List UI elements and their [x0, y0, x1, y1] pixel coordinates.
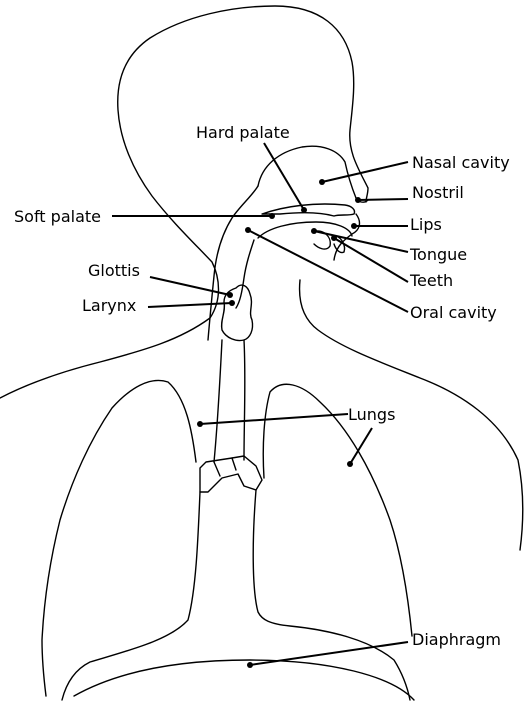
- left-lung-outline: [42, 380, 196, 696]
- label-lungs: Lungs: [348, 405, 395, 424]
- label-diaphragm: Diaphragm: [412, 630, 501, 649]
- label-larynx: Larynx: [82, 296, 136, 315]
- head-body-outline: [0, 6, 368, 398]
- dot-glottis: [227, 292, 233, 298]
- label-nasal-cavity: Nasal cavity: [412, 153, 510, 172]
- leader-lungs-left: [200, 414, 348, 424]
- leader-oral-cavity: [248, 230, 408, 312]
- label-hard-palate: Hard palate: [196, 123, 290, 142]
- label-tongue: Tongue: [409, 245, 467, 264]
- dot-lungs-left: [197, 421, 203, 427]
- leader-lungs-right: [350, 428, 372, 464]
- dot-teeth: [331, 235, 337, 241]
- trachea-outline: [214, 340, 245, 462]
- diaphragm-outline: [74, 660, 414, 700]
- label-teeth: Teeth: [409, 271, 453, 290]
- leader-nostril: [358, 199, 408, 200]
- dot-lips: [351, 223, 357, 229]
- dot-nasal-cavity: [319, 179, 325, 185]
- hard-palate-outline: [262, 204, 355, 216]
- dot-oral-cavity: [245, 227, 251, 233]
- label-oral-cavity: Oral cavity: [410, 303, 497, 322]
- label-glottis: Glottis: [88, 261, 140, 280]
- leader-larynx: [148, 303, 232, 307]
- dot-larynx: [229, 300, 235, 306]
- label-soft-palate: Soft palate: [14, 207, 101, 226]
- bronchi-outline: [200, 456, 262, 492]
- dot-hard-palate: [301, 207, 307, 213]
- label-lips: Lips: [410, 215, 442, 234]
- dot-lungs-right: [347, 461, 353, 467]
- dot-soft-palate: [269, 213, 275, 219]
- leader-nasal-cavity: [322, 162, 408, 182]
- dot-diaphragm: [247, 662, 253, 668]
- leader-tongue: [314, 231, 408, 252]
- label-nostril: Nostril: [412, 183, 464, 202]
- dot-nostril: [355, 197, 361, 203]
- dot-tongue: [311, 228, 317, 234]
- nasal-cavity-outline: [258, 146, 356, 198]
- mediastinum-outline: [62, 490, 410, 700]
